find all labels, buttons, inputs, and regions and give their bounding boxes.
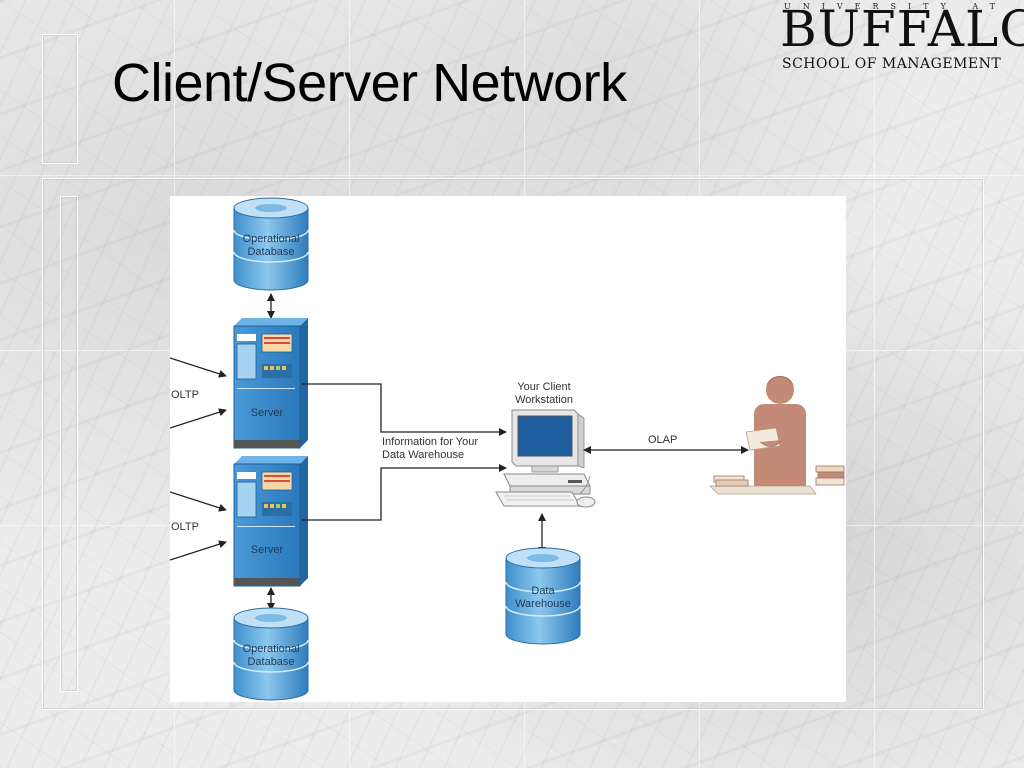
data-warehouse-label: Data Warehouse	[515, 585, 571, 610]
oltp-bottom-label: OLTP	[171, 521, 199, 533]
user-figure	[709, 376, 845, 495]
client-workstation-label: Your Client Workstation	[515, 381, 573, 406]
client-server-diagram: Operational Database Server OLTP Server …	[170, 196, 846, 702]
operational-database-bottom	[233, 607, 309, 701]
diagram-graphics	[170, 197, 845, 701]
background-gridline	[874, 0, 875, 768]
logo-sub-text: SCHOOL OF MANAGEMENT	[782, 56, 1002, 72]
oltp-arrow-top-1	[170, 357, 227, 378]
oltp-arrow-bottom-1	[170, 491, 227, 512]
info-for-warehouse-label: Information for Your Data Warehouse	[382, 436, 479, 461]
university-logo: UNIVERSITY AT BUFFALO SCHOOL OF MANAGEME…	[778, 0, 1024, 74]
operational-database-top-label: Operational Database	[242, 233, 300, 258]
olap-label: OLAP	[648, 434, 678, 446]
oltp-arrow-top-2	[170, 408, 227, 429]
server-top-to-workstation-arrow	[302, 383, 507, 436]
content-frame	[42, 178, 984, 710]
slide-title: Client/Server Network	[112, 53, 627, 113]
server-top	[233, 318, 308, 449]
logo-main-text: BUFFALO	[780, 0, 1024, 58]
data-warehouse	[505, 547, 581, 645]
server-bottom	[233, 456, 308, 587]
content-accent-bar	[60, 196, 78, 692]
server-top-label: Server	[250, 407, 284, 419]
server-bottom-label: Server	[250, 544, 284, 556]
server-bottom-to-workstation-arrow	[302, 464, 507, 521]
operational-database-top	[233, 197, 309, 291]
operational-database-bottom-label: Operational Database	[242, 643, 300, 668]
background-gridline	[0, 175, 1024, 176]
client-workstation	[495, 409, 596, 508]
oltp-arrow-bottom-2	[170, 540, 227, 561]
title-accent-bar	[42, 34, 78, 164]
oltp-top-label: OLTP	[171, 389, 199, 401]
logo-top-text: UNIVERSITY AT	[784, 2, 1008, 10]
